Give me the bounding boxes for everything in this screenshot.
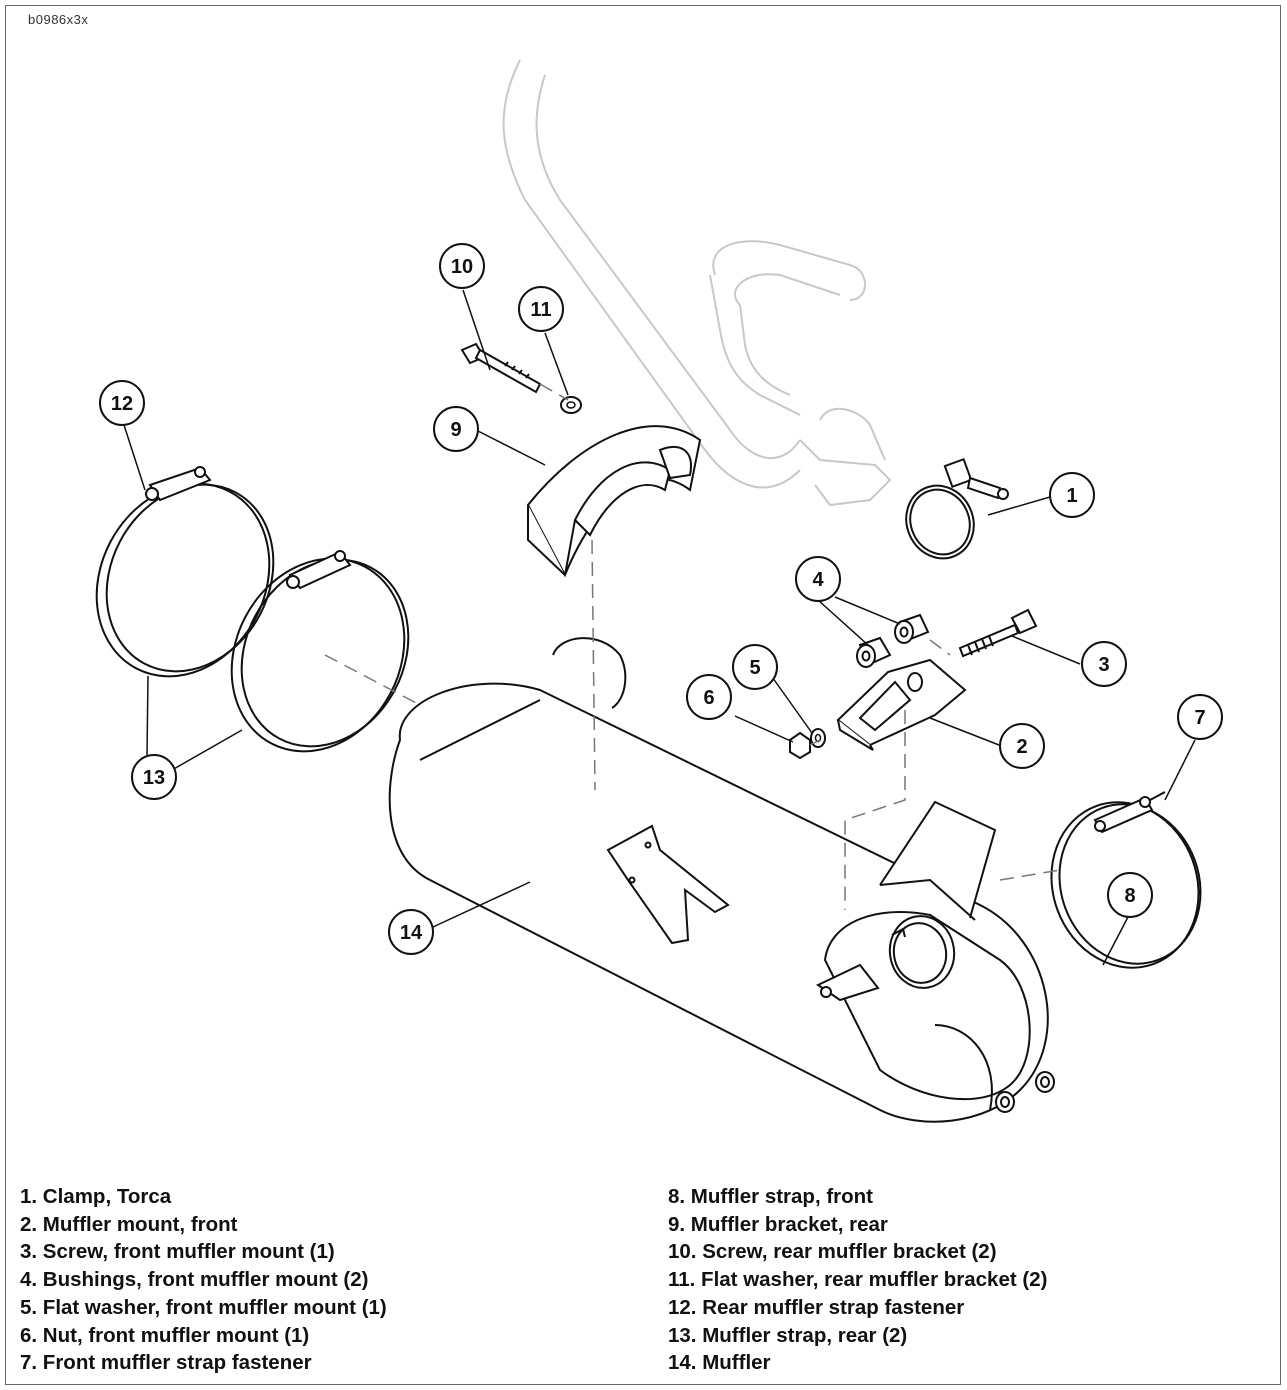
parts-legend: 1. Clamp, Torca 2. Muffler mount, front … <box>20 1183 1270 1383</box>
assembly-centerlines <box>324 383 1061 910</box>
screw-rear-muffler-bracket <box>460 342 542 394</box>
callout-2: 2 <box>999 723 1045 769</box>
nut-front-mount <box>789 731 811 760</box>
legend-item: 11. Flat washer, rear muffler bracket (2… <box>668 1268 1048 1292</box>
legend-item: 9. Muffler bracket, rear <box>668 1212 888 1236</box>
legend-item: 1. Clamp, Torca <box>20 1185 172 1208</box>
legend-item: 13. Muffler strap, rear (2) <box>668 1323 908 1347</box>
legend-column-right: 8. Muffler strap, front 9. Muffler brack… <box>668 1183 1047 1377</box>
svg-text:4: 4 <box>812 569 824 591</box>
callout-leaders <box>123 289 1196 966</box>
callout-markers: 1 2 3 4 5 6 7 8 9 10 11 12 13 14 <box>99 243 1223 955</box>
callout-11: 11 <box>518 286 564 332</box>
bushings-front-mount <box>856 613 930 668</box>
svg-text:8: 8 <box>1124 885 1135 907</box>
svg-text:9: 9 <box>450 419 461 441</box>
callout-14: 14 <box>388 909 434 955</box>
callout-1: 1 <box>1049 472 1095 518</box>
callout-4: 4 <box>795 556 841 602</box>
legend-item: 7. Front muffler strap fastener <box>20 1351 312 1375</box>
figure-frame <box>5 5 1281 1385</box>
svg-text:1: 1 <box>1066 485 1077 507</box>
svg-text:3: 3 <box>1098 654 1109 676</box>
callout-5: 5 <box>732 644 778 690</box>
svg-text:10: 10 <box>451 256 473 278</box>
legend-item: 3. Screw, front muffler mount (1) <box>20 1240 335 1264</box>
callout-6: 6 <box>686 674 732 720</box>
figure-code: b0986x3x <box>28 12 89 27</box>
legend-item: 2. Muffler mount, front <box>20 1212 238 1236</box>
callout-7: 7 <box>1177 694 1223 740</box>
callout-13: 13 <box>131 754 177 800</box>
legend-item: 5. Flat washer, front muffler mount (1) <box>20 1295 387 1319</box>
muffler <box>388 637 1055 1123</box>
svg-text:7: 7 <box>1194 707 1205 729</box>
callout-12: 12 <box>99 380 145 426</box>
flat-washer-rear-bracket <box>560 396 582 414</box>
exploded-view-diagram: 1 2 3 4 5 6 7 8 9 10 11 12 13 14 <box>95 59 1223 1123</box>
svg-text:6: 6 <box>703 687 714 709</box>
svg-text:14: 14 <box>400 922 423 944</box>
muffler-strap-rear-2 <box>230 550 410 753</box>
callout-3: 3 <box>1081 641 1127 687</box>
callout-8: 8 <box>1107 872 1153 918</box>
legend-item: 12. Rear muffler strap fastener <box>668 1295 965 1319</box>
callout-10: 10 <box>439 243 485 289</box>
muffler-mount-front <box>836 658 967 751</box>
legend-item: 8. Muffler strap, front <box>668 1185 874 1208</box>
legend-item: 10. Screw, rear muffler bracket (2) <box>668 1240 997 1264</box>
flat-washer-front-mount <box>810 728 826 748</box>
muffler-bracket-rear <box>526 425 702 578</box>
legend-item: 6. Nut, front muffler mount (1) <box>20 1323 310 1347</box>
muffler-strap-rear-1 <box>95 466 275 678</box>
svg-text:13: 13 <box>143 767 165 789</box>
callout-9: 9 <box>433 406 479 452</box>
legend-item: 4. Bushings, front muffler mount (2) <box>20 1268 369 1292</box>
screw-front-muffler-mount <box>958 608 1038 658</box>
svg-text:2: 2 <box>1016 736 1027 758</box>
muffler-strap-front <box>1050 791 1202 969</box>
legend-item: 14. Muffler <box>668 1351 771 1375</box>
clamp-torca <box>905 457 1009 560</box>
frame-tubes-ghost <box>502 59 892 507</box>
svg-text:11: 11 <box>530 299 551 321</box>
svg-text:5: 5 <box>749 657 760 679</box>
legend-column-left: 1. Clamp, Torca 2. Muffler mount, front … <box>20 1183 387 1377</box>
svg-text:12: 12 <box>111 393 133 415</box>
